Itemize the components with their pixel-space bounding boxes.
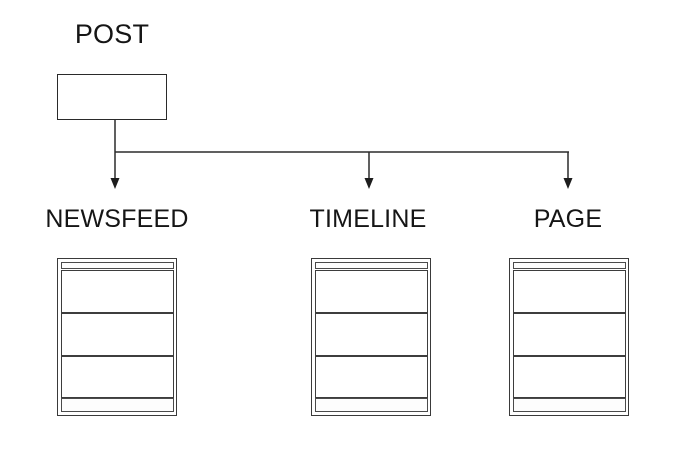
root-node-label: POST — [74, 19, 150, 49]
arrowhead-newsfeed — [110, 178, 120, 189]
shelf-compartment-3 — [512, 355, 626, 399]
shelf-compartment-1 — [60, 270, 174, 313]
shelf-top-strip — [512, 261, 626, 269]
arrowhead-timeline — [364, 178, 374, 189]
shelf-top-strip — [60, 261, 174, 269]
shelf-compartment-2 — [512, 312, 626, 356]
shelf-top-strip — [314, 261, 428, 269]
shelf-compartment-1 — [314, 270, 428, 313]
shelf-bottom-strip — [314, 398, 428, 413]
shelf-unit-timeline[interactable] — [311, 258, 431, 416]
shelf-bottom-strip — [60, 398, 174, 413]
child-label-newsfeed: NEWSFEED — [45, 205, 189, 233]
post-node-box[interactable] — [57, 74, 167, 120]
shelf-bottom-strip — [512, 398, 626, 413]
shelf-compartment-2 — [60, 312, 174, 356]
shelf-compartment-1 — [512, 270, 626, 313]
shelf-compartment-2 — [314, 312, 428, 356]
shelf-unit-page[interactable] — [509, 258, 629, 416]
shelf-unit-newsfeed[interactable] — [57, 258, 177, 416]
shelf-compartment-3 — [314, 355, 428, 399]
arrowhead-page — [563, 178, 573, 189]
shelf-compartment-3 — [60, 355, 174, 399]
child-label-page: PAGE — [533, 205, 603, 233]
child-label-timeline: TIMELINE — [309, 205, 427, 233]
